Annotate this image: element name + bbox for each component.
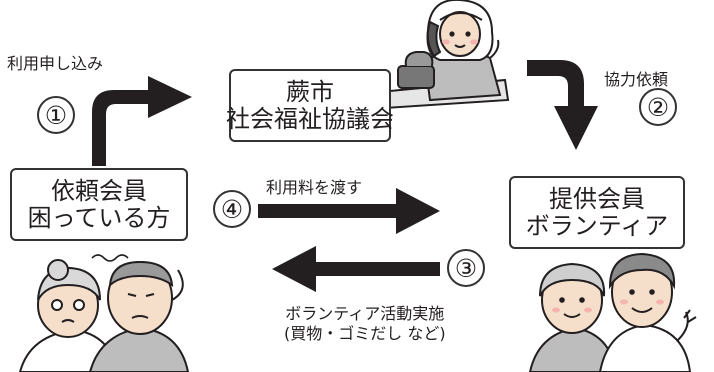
step-1-label: 利用申し込み <box>7 54 104 73</box>
step-1-number: ① <box>37 96 75 134</box>
user-member-box: 依頼会員 困っている方 <box>10 168 188 241</box>
volunteer-pair-icon <box>528 252 697 372</box>
step-3-number: ③ <box>447 249 485 287</box>
arrow-step-3 <box>272 246 440 292</box>
council-name-line-1: 蕨市 <box>286 77 334 106</box>
step-4-label: 利用料を渡す <box>266 178 363 197</box>
council-box: 蕨市 社会福祉協議会 <box>226 69 394 142</box>
receptionist-on-phone-icon <box>378 0 510 110</box>
step-2-number: ② <box>639 88 677 126</box>
step-3-label-line-2: (買物・ゴミだし など) <box>284 324 446 343</box>
council-name-line-2: 社会福祉協議会 <box>226 104 394 133</box>
elderly-couple-icon <box>18 254 190 372</box>
user-member-line-1: 依頼会員 <box>51 176 147 205</box>
provider-member-box: 提供会員 ボランティア <box>509 176 685 249</box>
arrow-step-1 <box>92 76 192 166</box>
arrow-step-2 <box>527 60 598 150</box>
arrow-step-4 <box>258 188 440 234</box>
provider-member-line-1: 提供会員 <box>549 184 645 213</box>
provider-member-line-2: ボランティア <box>525 211 669 240</box>
step-4-number: ④ <box>213 190 251 228</box>
user-member-line-2: 困っている方 <box>27 203 171 232</box>
step-2-label: 協力依頼 <box>604 70 669 89</box>
step-3-label: ボランティア活動実施 (買物・ゴミだし など) <box>284 304 446 344</box>
step-3-label-line-1: ボランティア活動実施 <box>285 304 445 323</box>
